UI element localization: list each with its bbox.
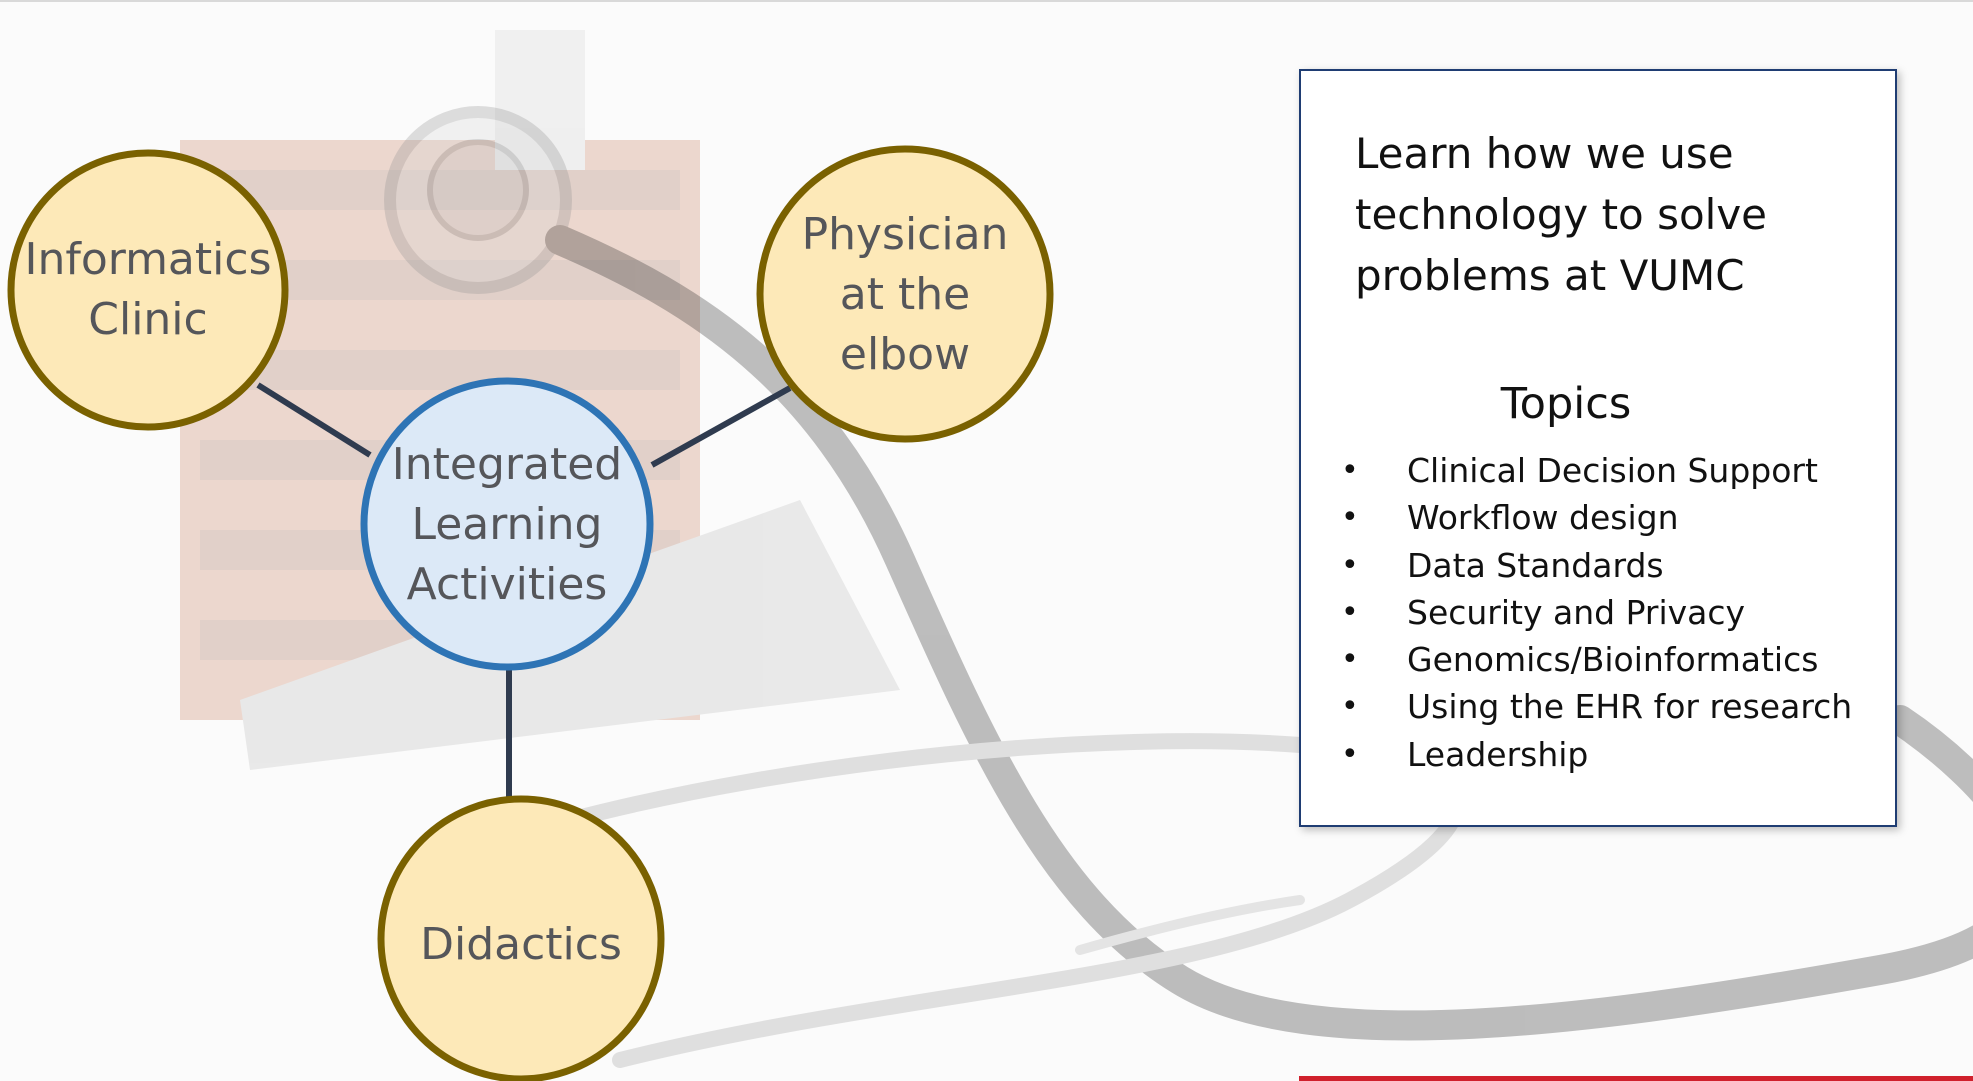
label-line: Physician	[801, 209, 1009, 260]
bullet-icon: •	[1341, 500, 1359, 536]
topics-list: • Clinical Decision Support • Workflow des…	[1341, 447, 1881, 778]
label-integrated-learning-activities: Integrated Learning Activities	[364, 430, 650, 620]
bullet-icon: •	[1341, 453, 1359, 488]
connector-informatics-clinic	[256, 382, 372, 458]
connector-physician-at-the-elbow	[650, 385, 792, 468]
label-line: elbow	[839, 329, 971, 380]
bullet-icon: •	[1341, 594, 1359, 630]
bullet-icon: •	[1341, 736, 1359, 772]
topic-label: Security and Privacy	[1407, 592, 1746, 632]
list-item: • Leadership	[1341, 731, 1881, 778]
accent-divider	[1299, 1076, 1973, 1081]
topics-panel: Learn how we use technology to solve pro…	[1299, 69, 1897, 827]
intro-text: Learn how we use technology to solve pro…	[1355, 123, 1875, 306]
bullet-icon: •	[1341, 689, 1359, 725]
intro-line: technology to solve	[1355, 190, 1768, 239]
connector-lines	[256, 382, 792, 798]
list-item: • Data Standards	[1341, 542, 1881, 589]
node-informatics-clinic	[7, 149, 289, 431]
topic-label: Clinical Decision Support	[1407, 451, 1818, 490]
intro-line: problems at VUMC	[1355, 251, 1745, 300]
label-line: Integrated	[391, 439, 623, 490]
label-didactics: Didactics	[381, 910, 661, 980]
list-item: • Workflow design	[1341, 494, 1881, 541]
topic-label: Leadership	[1407, 734, 1589, 774]
label-line: Informatics	[24, 234, 272, 285]
topic-label: Workflow design	[1407, 498, 1679, 538]
top-divider	[0, 0, 1973, 2]
intro-line: Learn how we use	[1355, 129, 1734, 178]
label-line: Learning	[411, 499, 603, 550]
stethoscope-image	[384, 106, 1973, 1068]
label-physician-at-the-elbow: Physician at the elbow	[760, 200, 1050, 390]
list-item: • Genomics/Bioinformatics	[1341, 636, 1881, 683]
list-item: • Clinical Decision Support	[1341, 447, 1881, 494]
bullet-icon: •	[1341, 547, 1359, 583]
label-line: Didactics	[420, 919, 622, 970]
topics-heading: Topics	[1500, 379, 1632, 429]
node-didactics	[377, 795, 665, 1081]
topic-label: Genomics/Bioinformatics	[1407, 640, 1819, 680]
list-item: • Security and Privacy	[1341, 589, 1881, 636]
label-line: at the	[839, 269, 971, 320]
list-item: • Using the EHR for research	[1341, 683, 1881, 730]
node-integrated-learning-activities	[360, 377, 654, 671]
label-line: Clinic	[88, 294, 208, 345]
node-physician-at-the-elbow	[756, 145, 1054, 443]
label-informatics-clinic: Informatics Clinic	[11, 225, 285, 355]
bullet-icon: •	[1341, 642, 1359, 678]
topic-label: Using the EHR for research	[1407, 687, 1853, 727]
label-line: Activities	[406, 559, 608, 610]
topic-label: Data Standards	[1407, 545, 1664, 585]
